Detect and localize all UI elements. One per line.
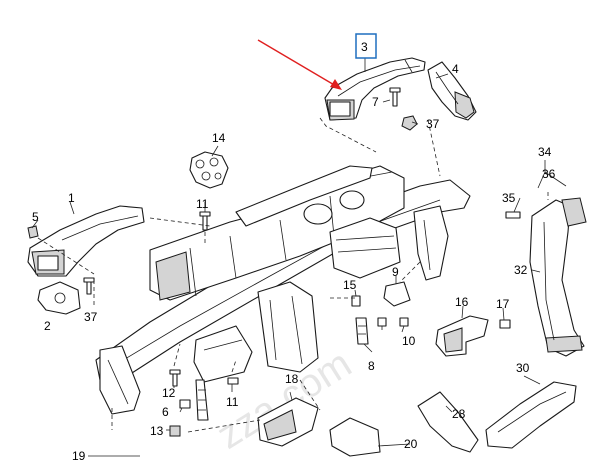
screw-37-left[interactable]	[83, 277, 95, 295]
part-14-clip[interactable]	[189, 151, 229, 189]
label-35: 35	[502, 191, 516, 205]
label-13: 13	[150, 424, 164, 438]
part-36-vent[interactable]	[561, 197, 587, 227]
label-3: 3	[361, 40, 368, 54]
highlight-box	[355, 33, 377, 59]
label-20: 20	[404, 437, 418, 451]
label-7: 7	[372, 95, 379, 109]
screw-5[interactable]	[27, 225, 39, 239]
label-10: 10	[402, 334, 416, 348]
label-6: 6	[162, 405, 169, 419]
label-5: 5	[32, 210, 39, 224]
part-28-lower-duct[interactable]	[417, 391, 479, 453]
label-9: 9	[392, 265, 399, 279]
callout-labels: 3 4 7 37 14 34 36 35 1 5 11 9 2 37 32 16…	[32, 40, 556, 461]
part-2-bracket[interactable]	[37, 281, 81, 315]
screw-17[interactable]	[499, 319, 511, 329]
part-18-lower-duct[interactable]	[257, 397, 319, 447]
label-34: 34	[538, 145, 552, 159]
screw-11-lower[interactable]	[227, 377, 239, 385]
bolt-lower[interactable]	[195, 379, 209, 421]
label-18: 18	[285, 372, 299, 386]
label-37-left: 37	[84, 310, 98, 324]
label-11-lower: 11	[226, 395, 239, 409]
label-14: 14	[212, 131, 226, 145]
leader-lines	[31, 58, 567, 457]
label-15: 15	[343, 278, 357, 292]
part-1-left-duct[interactable]	[27, 205, 145, 277]
label-19: 19	[72, 449, 86, 461]
label-12: 12	[162, 386, 176, 400]
screw-12[interactable]	[169, 369, 181, 387]
part-30-lower-duct[interactable]	[485, 381, 577, 449]
label-16: 16	[455, 295, 469, 309]
label-37-upper: 37	[426, 117, 440, 131]
screw-35[interactable]	[505, 211, 521, 219]
label-2: 2	[44, 319, 51, 333]
arrow-head	[330, 79, 342, 90]
label-28: 28	[452, 407, 466, 421]
label-11-upper: 11	[196, 197, 209, 211]
clip-6[interactable]	[179, 399, 191, 409]
label-8: 8	[368, 359, 375, 373]
label-36: 36	[542, 167, 556, 181]
part-20-lower-duct[interactable]	[329, 417, 381, 457]
label-1: 1	[68, 191, 75, 205]
clip-13[interactable]	[169, 425, 181, 437]
screw-11-upper[interactable]	[199, 211, 211, 231]
part-8-screw[interactable]	[355, 317, 369, 345]
nut-37-upper[interactable]	[401, 115, 418, 131]
highlight-arrow	[257, 39, 342, 90]
label-32: 32	[514, 263, 528, 277]
part-16-bracket[interactable]	[435, 315, 489, 357]
part-15-clip[interactable]	[351, 295, 361, 307]
arrow-line	[257, 39, 337, 87]
part-32-right-duct[interactable]	[529, 199, 585, 357]
part-10-clips[interactable]	[377, 317, 409, 327]
label-4: 4	[452, 62, 459, 76]
cross-car-beam-assembly	[95, 165, 471, 415]
part-3-air-duct[interactable]	[324, 57, 426, 121]
part-9-bracket[interactable]	[383, 281, 411, 307]
screw-7-upper[interactable]	[389, 87, 401, 107]
label-30: 30	[516, 361, 530, 375]
label-17: 17	[496, 297, 510, 311]
